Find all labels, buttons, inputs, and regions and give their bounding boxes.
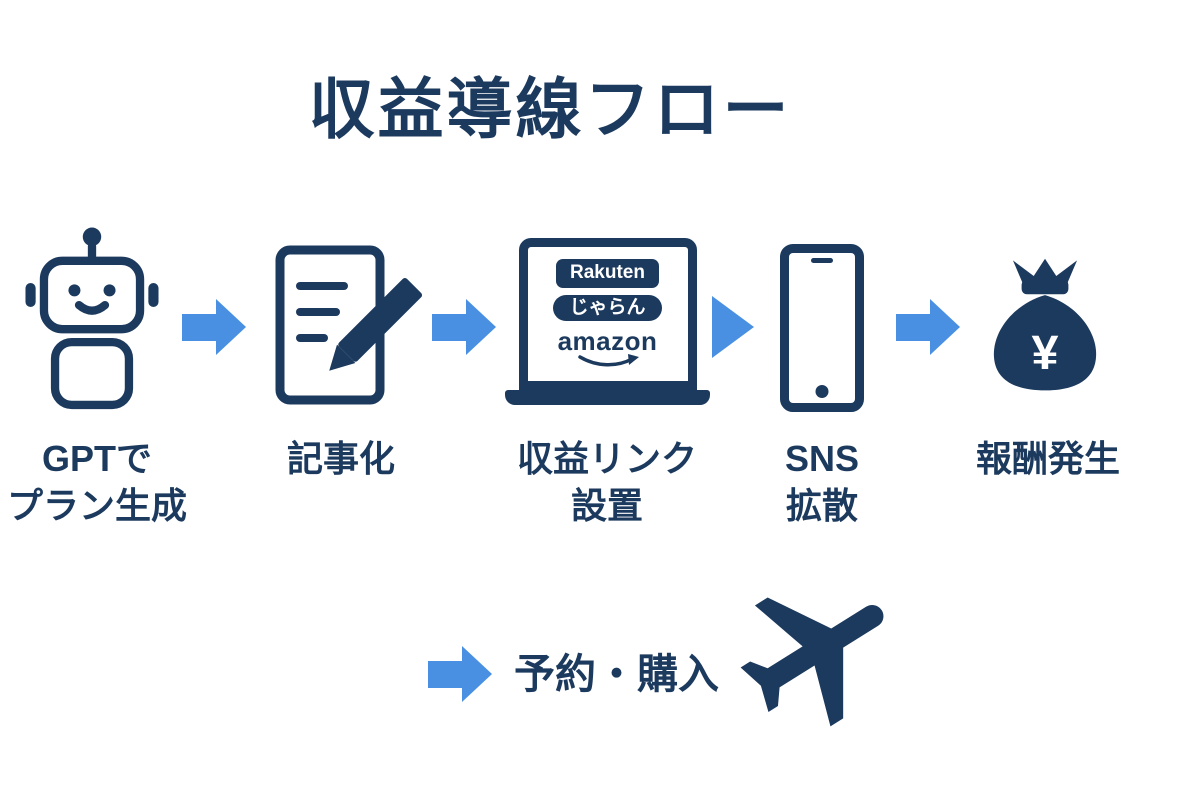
amazon-smile-icon [577, 354, 639, 367]
flow-arrow-1 [182, 299, 246, 355]
step-label-gpt: GPTで プラン生成 [6, 438, 188, 526]
money-bag-icon: ¥ [980, 250, 1110, 405]
laptop-screen: Rakuten じゃらん amazon [518, 238, 697, 390]
conversion-label: 予約・購入 [514, 651, 719, 697]
phone-home-button [815, 385, 829, 398]
yen-symbol: ¥ [1032, 326, 1059, 380]
laptop-icon: Rakuten じゃらん amazon [505, 238, 710, 405]
step-label-article: 記事化 [286, 438, 396, 479]
step-label-links: 収益リンク 設置 [516, 438, 698, 526]
laptop-base [505, 390, 710, 405]
step-label-sns: SNS 拡散 [784, 438, 860, 526]
airplane-icon [692, 529, 944, 780]
smartphone-icon [780, 244, 864, 412]
page-title: 収益導線フロー [308, 72, 792, 146]
flow-arrow-4 [896, 299, 960, 355]
rakuten-logo: Rakuten [556, 258, 659, 288]
jalan-logo: じゃらん [553, 294, 662, 322]
amazon-logo: amazon [558, 328, 658, 369]
flow-arrow-2 [432, 299, 496, 355]
step-label-reward: 報酬発生 [975, 438, 1121, 479]
phone-speaker [811, 258, 833, 263]
flow-arrow-3 [712, 296, 754, 358]
flow-arrow-bottom [428, 646, 492, 702]
document-pencil-icon [258, 238, 428, 428]
robot-icon [18, 222, 166, 421]
